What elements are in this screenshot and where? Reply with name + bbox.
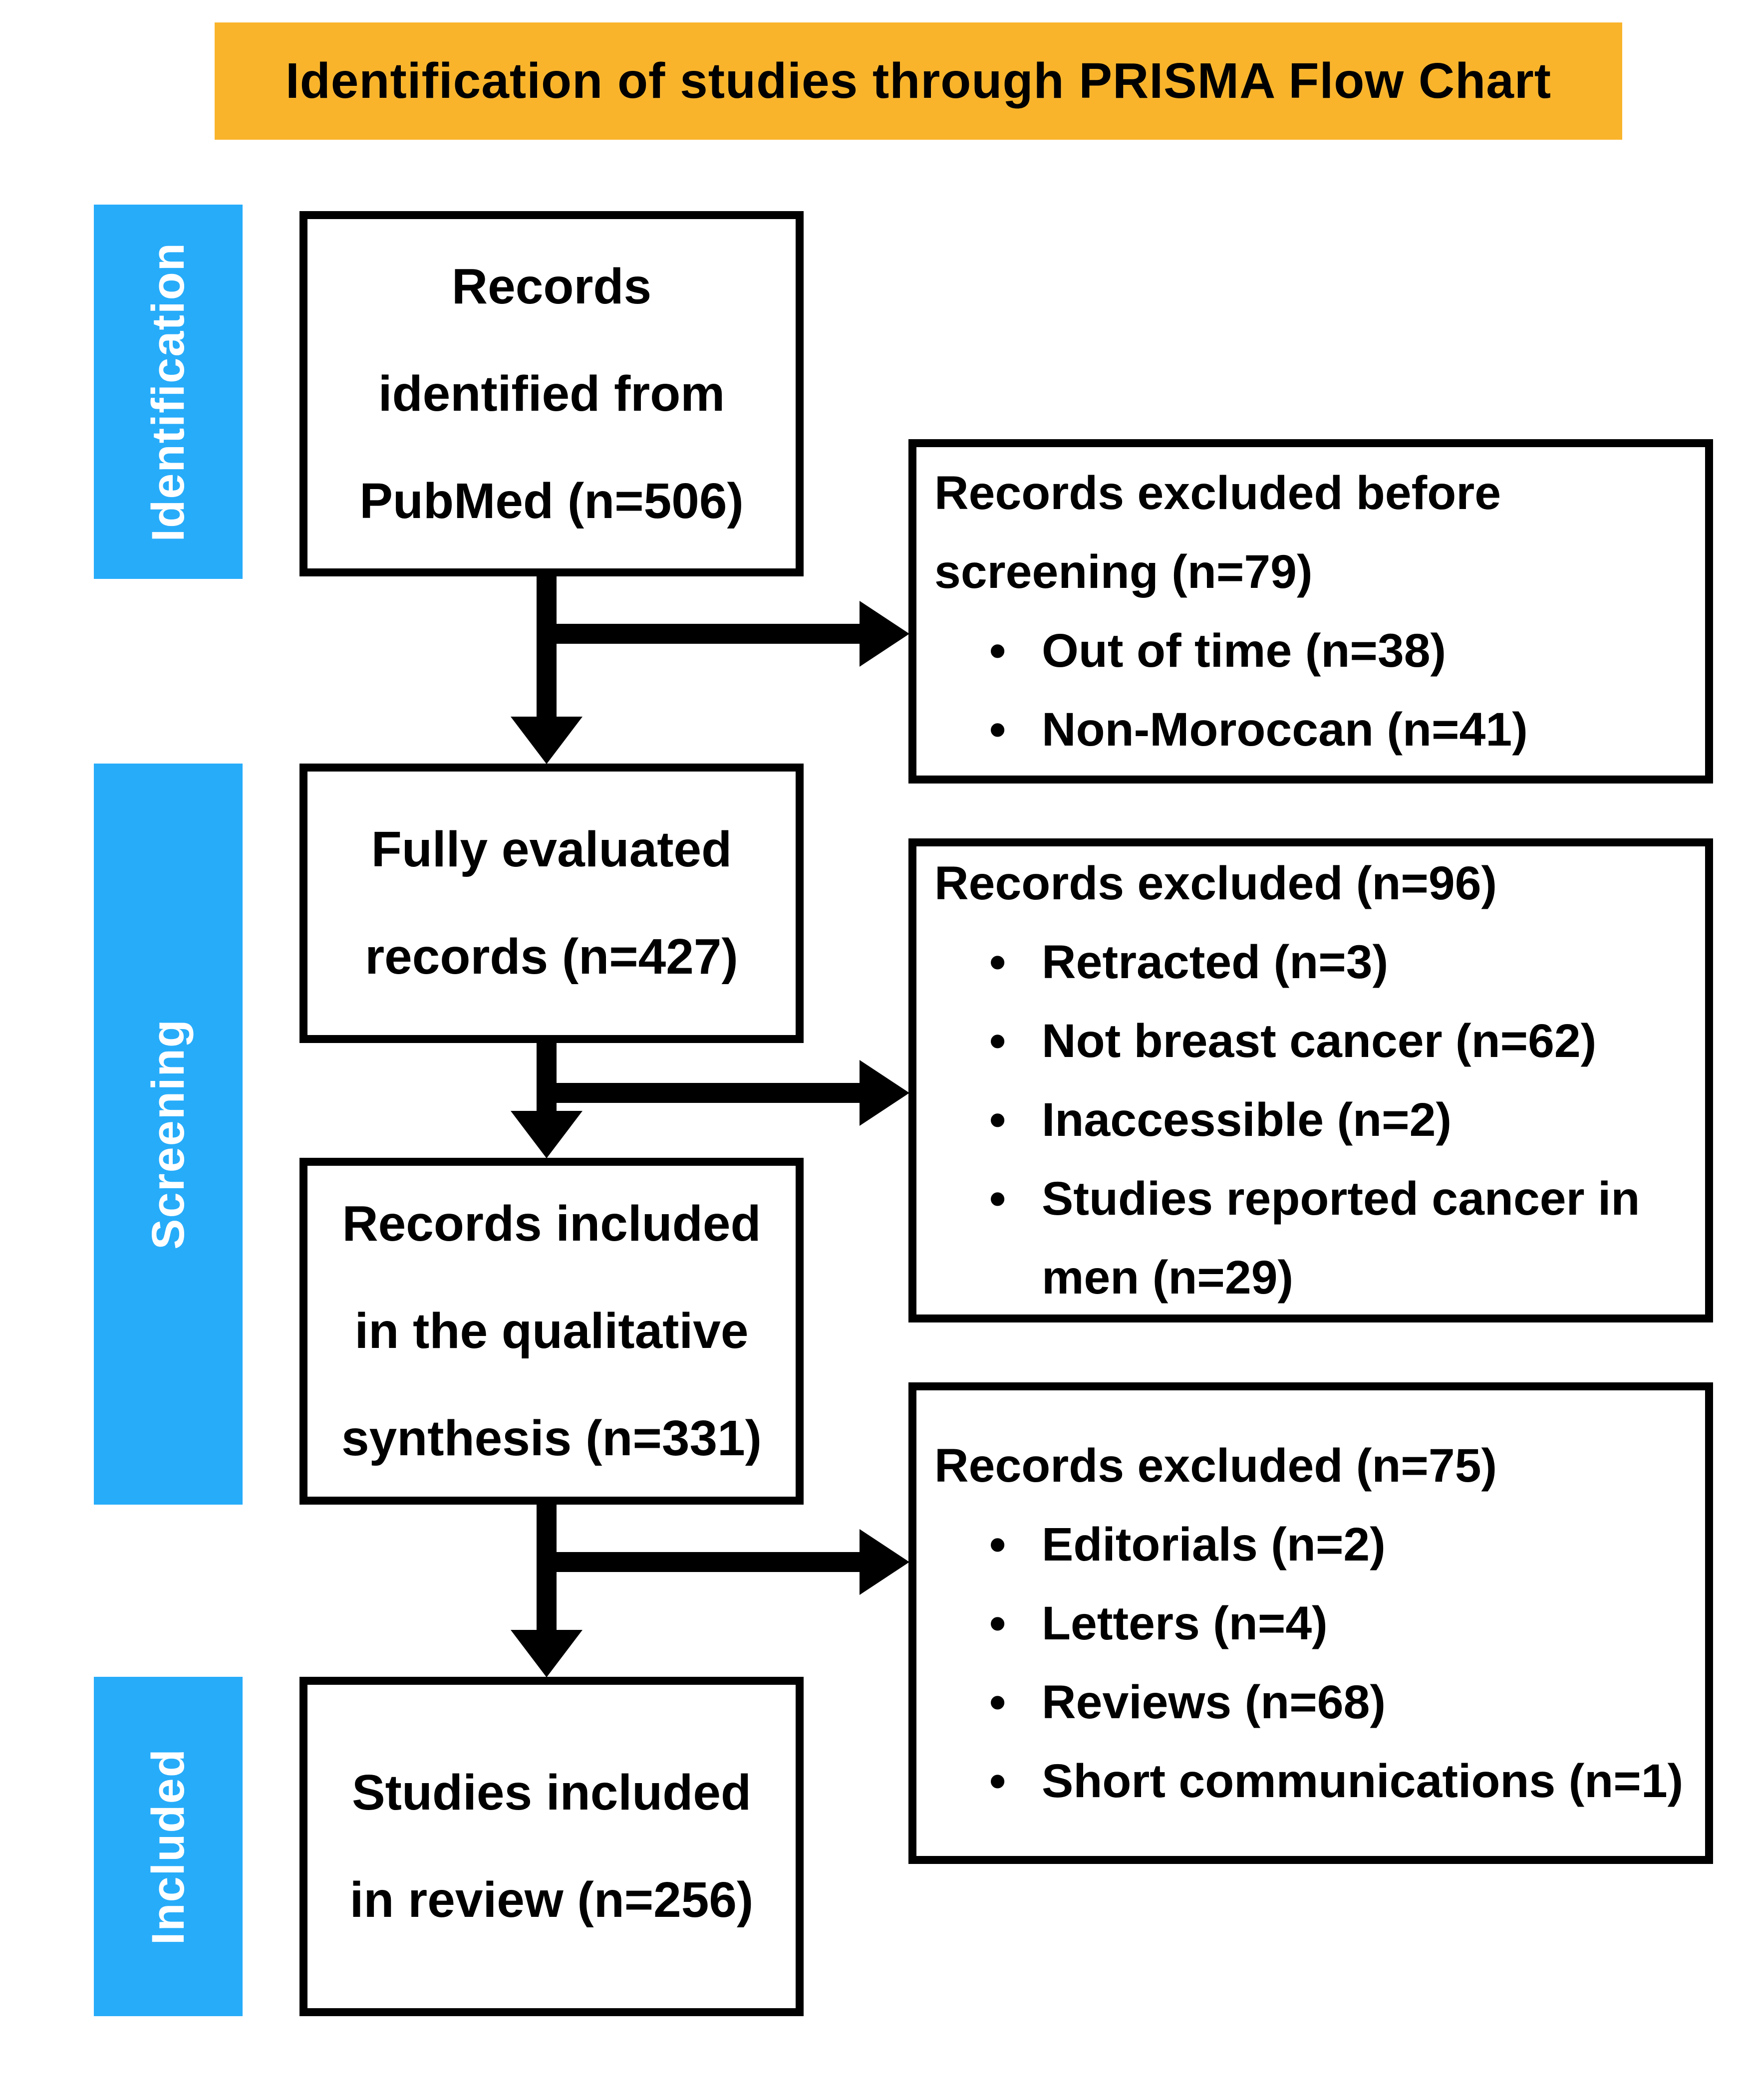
exclusion-box-eligibility: Records excluded (n=75) Editorials (n=2)…: [908, 1382, 1713, 1864]
list-item-text: Letters (n=4): [1042, 1596, 1328, 1650]
title-banner: Identification of studies through PRISMA…: [215, 22, 1622, 140]
list-item: Retracted (n=3): [989, 923, 1693, 1002]
exclusion-heading: Records excluded (n=75): [934, 1439, 1497, 1492]
flow-box-studies-included: Studies included in review (n=256): [299, 1677, 804, 2016]
connector-horizontal-3: [547, 1552, 861, 1572]
flow-box-line: Fully evaluated: [371, 821, 732, 877]
flow-box-line: in the qualitative: [354, 1303, 749, 1359]
bullet-icon: [989, 1742, 1042, 1821]
bullet-icon: [989, 1663, 1042, 1742]
exclusion-list: Out of time (n=38) Non-Moroccan (n=41): [934, 611, 1693, 769]
list-item: Short communications (n=1): [989, 1742, 1693, 1821]
bullet-icon: [989, 611, 1042, 690]
flow-box-qualitative-synthesis: Records included in the qualitative synt…: [299, 1158, 804, 1505]
list-item-text: Editorials (n=2): [1042, 1518, 1386, 1571]
exclusion-heading: Records excluded (n=96): [934, 857, 1497, 910]
stage-bar-included: Included: [94, 1677, 243, 2016]
page-title: Identification of studies through PRISMA…: [285, 53, 1552, 109]
connector-vertical-1: [537, 576, 557, 731]
bullet-icon: [989, 690, 1042, 769]
exclusion-box-before-screening: Records excluded before screening (n=79)…: [908, 439, 1713, 784]
list-item-text: Not breast cancer (n=62): [1042, 1015, 1597, 1067]
flow-box-line: PubMed (n=506): [359, 473, 744, 529]
flow-box-line: Records: [451, 258, 652, 314]
flow-box-line: in review (n=256): [349, 1872, 754, 1928]
flow-box-fully-evaluated: Fully evaluated records (n=427): [299, 764, 804, 1043]
arrowhead-down-icon: [511, 1111, 582, 1158]
bullet-icon: [989, 1159, 1042, 1238]
stage-label-screening: Screening: [142, 1019, 194, 1250]
bullet-icon: [989, 1584, 1042, 1663]
arrowhead-right-icon: [860, 1060, 909, 1126]
list-item-text: Studies reported cancer in men (n=29): [1042, 1172, 1640, 1304]
list-item: Not breast cancer (n=62): [989, 1002, 1693, 1080]
list-item-text: Retracted (n=3): [1042, 936, 1389, 989]
flow-box-records-identified: Records identified from PubMed (n=506): [299, 211, 804, 576]
exclusion-list: Editorials (n=2) Letters (n=4) Reviews (…: [934, 1505, 1693, 1821]
list-item-text: Out of time (n=38): [1042, 624, 1447, 677]
list-item: Non-Moroccan (n=41): [989, 690, 1693, 769]
bullet-icon: [989, 923, 1042, 1002]
arrowhead-right-icon: [860, 1529, 909, 1595]
list-item-text: Reviews (n=68): [1042, 1675, 1386, 1729]
stage-label-included: Included: [142, 1748, 194, 1945]
bullet-icon: [989, 1002, 1042, 1080]
list-item-text: Inaccessible (n=2): [1042, 1093, 1452, 1146]
flow-box-line: Studies included: [351, 1765, 752, 1821]
exclusion-heading: Records excluded before screening (n=79): [934, 467, 1501, 598]
flow-box-line: synthesis (n=331): [341, 1410, 762, 1466]
list-item-text: Non-Moroccan (n=41): [1042, 703, 1528, 756]
arrowhead-down-icon: [511, 1630, 582, 1677]
list-item: Letters (n=4): [989, 1584, 1693, 1663]
stage-label-identification: Identification: [142, 242, 194, 542]
bullet-icon: [989, 1505, 1042, 1584]
arrowhead-right-icon: [860, 601, 909, 667]
list-item: Studies reported cancer in men (n=29): [989, 1159, 1693, 1317]
flow-box-line: records (n=427): [365, 929, 738, 985]
connector-horizontal-2: [547, 1083, 861, 1103]
list-item: Reviews (n=68): [989, 1663, 1693, 1742]
stage-bar-screening: Screening: [94, 764, 243, 1505]
flow-box-line: identified from: [378, 365, 725, 422]
list-item-text: Short communications (n=1): [1042, 1754, 1684, 1808]
exclusion-box-screening: Records excluded (n=96) Retracted (n=3) …: [908, 838, 1713, 1322]
list-item: Inaccessible (n=2): [989, 1080, 1693, 1159]
list-item: Out of time (n=38): [989, 611, 1693, 690]
connector-horizontal-1: [547, 624, 861, 644]
stage-bar-identification: Identification: [94, 205, 243, 579]
connector-vertical-3: [537, 1505, 557, 1644]
arrowhead-down-icon: [511, 717, 582, 764]
flow-box-line: Records included: [342, 1196, 761, 1252]
bullet-icon: [989, 1080, 1042, 1159]
exclusion-list: Retracted (n=3) Not breast cancer (n=62)…: [934, 923, 1693, 1317]
list-item: Editorials (n=2): [989, 1505, 1693, 1584]
